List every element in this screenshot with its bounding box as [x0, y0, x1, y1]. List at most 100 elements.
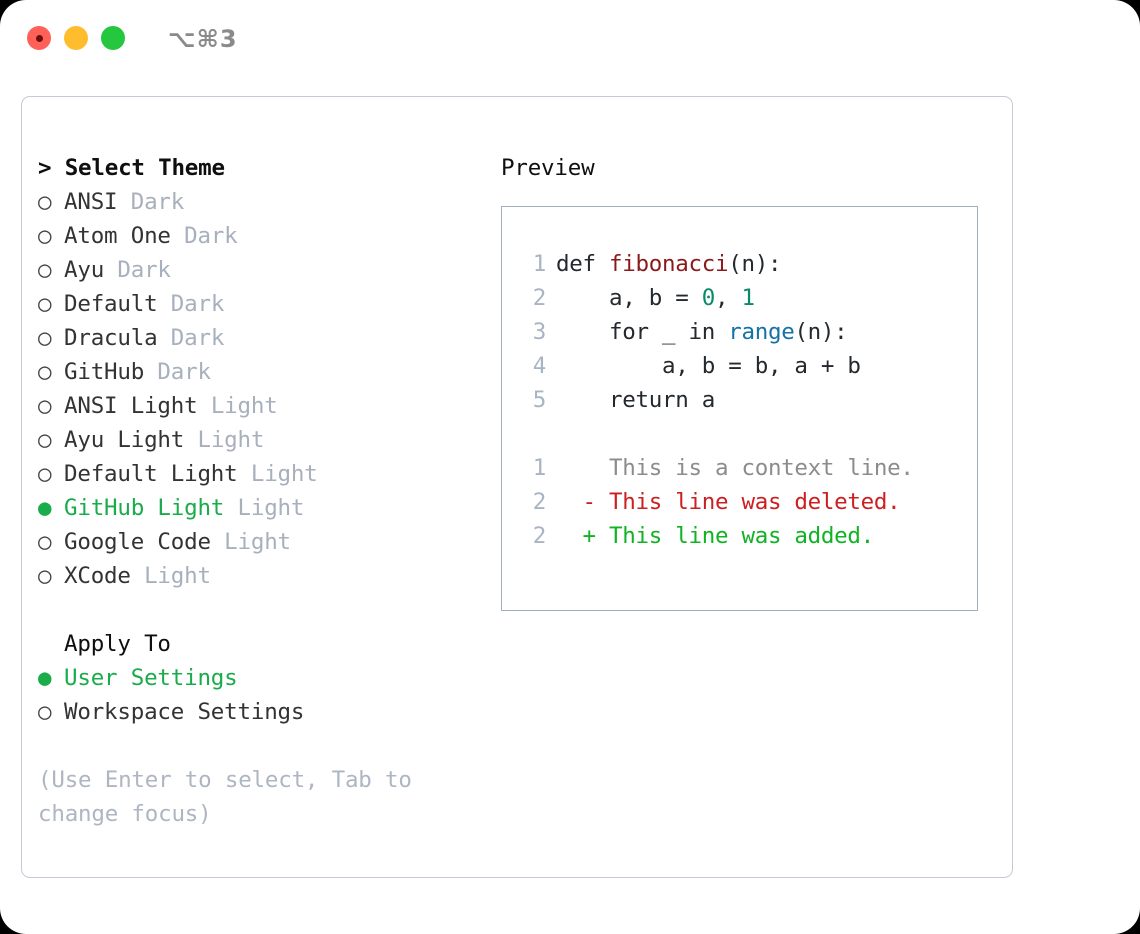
diff-line-content: + This line was added. [556, 523, 874, 549]
code-line: 4 a, b = b, a + b [502, 349, 977, 383]
theme-option-ayu-light[interactable]: ○ Ayu Light Light [38, 423, 498, 457]
main-panel: > Select Theme ○ANSI Dark○Atom One Dark○… [21, 96, 1013, 878]
theme-option-tag: Light [237, 461, 318, 487]
radio-unselected-icon: ○ [38, 189, 52, 215]
radio-unselected-icon: ○ [38, 257, 52, 283]
code-token-call: range [728, 319, 795, 345]
theme-option-label: Google Code [64, 529, 211, 555]
theme-option-ansi-light[interactable]: ○ ANSI Light Light [38, 389, 498, 423]
theme-option-tag: Dark [170, 223, 238, 249]
theme-option-tag: Dark [117, 189, 185, 215]
code-token-plain: a, b = b, a + b [556, 353, 861, 379]
diff-line-content: This is a context line. [556, 455, 914, 481]
apply-to-option-label: User Settings [64, 665, 238, 691]
code-line-number: 3 [532, 319, 547, 345]
theme-option-default[interactable]: ○Default Dark [38, 287, 498, 321]
theme-selector-column: > Select Theme ○ANSI Dark○Atom One Dark○… [38, 151, 498, 831]
radio-selected-icon: ● [38, 665, 52, 691]
diff-line-del: 2 - This line was deleted. [502, 485, 977, 519]
apply-to-heading: Apply To [64, 631, 171, 657]
radio-unselected-icon: ○ [38, 393, 52, 419]
preview-heading: Preview [501, 155, 595, 181]
radio-unselected-icon: ○ [38, 427, 52, 453]
theme-option-tag: Dark [144, 359, 211, 385]
theme-option-tag: Dark [157, 325, 225, 351]
maximize-button-icon[interactable] [101, 26, 125, 50]
code-token-func: fibonacci [609, 251, 729, 277]
theme-option-list[interactable]: ○ANSI Dark○Atom One Dark○Ayu Dark○Defaul… [38, 185, 498, 593]
code-line: 2 a, b = 0, 1 [502, 281, 977, 315]
close-button-icon[interactable] [27, 26, 51, 50]
theme-option-tag: Light [184, 427, 265, 453]
theme-list-heading: > Select Theme [38, 155, 225, 181]
apply-to-option-list[interactable]: ● User Settings ○ Workspace Settings [38, 661, 498, 729]
code-token-plain: , [714, 285, 742, 311]
radio-unselected-icon: ○ [38, 325, 52, 351]
traffic-light-group [27, 26, 125, 50]
radio-unselected-icon: ○ [38, 699, 52, 725]
code-token-plain: (n): [728, 251, 782, 277]
theme-option-xcode[interactable]: ○XCode Light [38, 559, 498, 593]
theme-option-label: GitHub [64, 359, 145, 385]
radio-unselected-icon: ○ [38, 291, 52, 317]
radio-unselected-icon: ○ [38, 563, 52, 589]
minimize-button-icon[interactable] [64, 26, 88, 50]
code-line: 5 return a [502, 383, 977, 417]
code-token-plain: (n): [794, 319, 848, 345]
code-line-number: 1 [532, 251, 547, 277]
diff-line-number: 1 [532, 455, 547, 481]
code-line-number: 4 [532, 353, 547, 379]
radio-unselected-icon: ○ [38, 461, 52, 487]
keyboard-hint-text: (Use Enter to select, Tab to change focu… [38, 767, 412, 827]
diff-line-content: - This line was deleted. [556, 489, 901, 515]
theme-option-google-code[interactable]: ○Google Code Light [38, 525, 498, 559]
diff-sample: 1 This is a context line.2 - This line w… [502, 451, 977, 553]
theme-option-dracula[interactable]: ○ Dracula Dark [38, 321, 498, 355]
code-token-num: 1 [741, 285, 755, 311]
radio-selected-icon: ● [38, 495, 52, 521]
apply-to-option-workspace-settings[interactable]: ○ Workspace Settings [38, 695, 498, 729]
radio-unselected-icon: ○ [38, 529, 52, 555]
theme-option-label: Atom One [64, 223, 171, 249]
theme-option-label: Ayu [64, 257, 105, 283]
code-line-number: 2 [532, 285, 547, 311]
theme-option-label: ANSI Light [64, 393, 198, 419]
apply-to-option-label: Workspace Settings [64, 699, 305, 725]
theme-option-tag: Light [224, 495, 305, 521]
theme-option-tag: Light [130, 563, 211, 589]
code-token-plain: def [556, 251, 609, 277]
apply-to-option-user-settings[interactable]: ● User Settings [38, 661, 498, 695]
code-token-num: 0 [701, 285, 716, 311]
theme-option-label: GitHub Light [64, 495, 225, 521]
diff-line-number: 2 [532, 523, 547, 549]
theme-option-label: ANSI [64, 189, 118, 215]
code-token-plain: return a [556, 387, 715, 413]
section-spacer [38, 593, 498, 627]
theme-option-ayu[interactable]: ○ Ayu Dark [38, 253, 498, 287]
theme-option-atom-one[interactable]: ○ Atom One Dark [38, 219, 498, 253]
theme-option-default-light[interactable]: ○ Default Light Light [38, 457, 498, 491]
theme-option-tag: Light [197, 393, 278, 419]
theme-option-label: Default Light [64, 461, 238, 487]
radio-unselected-icon: ○ [38, 223, 52, 249]
diff-line-add: 2 + This line was added. [502, 519, 977, 553]
theme-option-github-light[interactable]: ● GitHub Light Light [38, 491, 498, 525]
code-line: 3 for _ in range(n): [502, 315, 977, 349]
theme-option-label: Ayu Light [64, 427, 185, 453]
theme-option-tag: Dark [104, 257, 171, 283]
theme-option-github[interactable]: ○ GitHub Dark [38, 355, 498, 389]
radio-unselected-icon: ○ [38, 359, 52, 385]
diff-spacer [502, 417, 977, 451]
diff-line-number: 2 [532, 489, 547, 515]
theme-option-ansi[interactable]: ○ ANSI Dark [38, 185, 498, 219]
code-token-plain: for _ in [556, 319, 729, 345]
theme-option-label: Dracula [64, 325, 158, 351]
code-token-plain: a, b = [556, 285, 702, 311]
code-line: 1 def fibonacci(n): [502, 247, 977, 281]
theme-option-tag: Dark [157, 291, 225, 317]
diff-line-context: 1 This is a context line. [502, 451, 977, 485]
code-line-number: 5 [532, 387, 547, 413]
